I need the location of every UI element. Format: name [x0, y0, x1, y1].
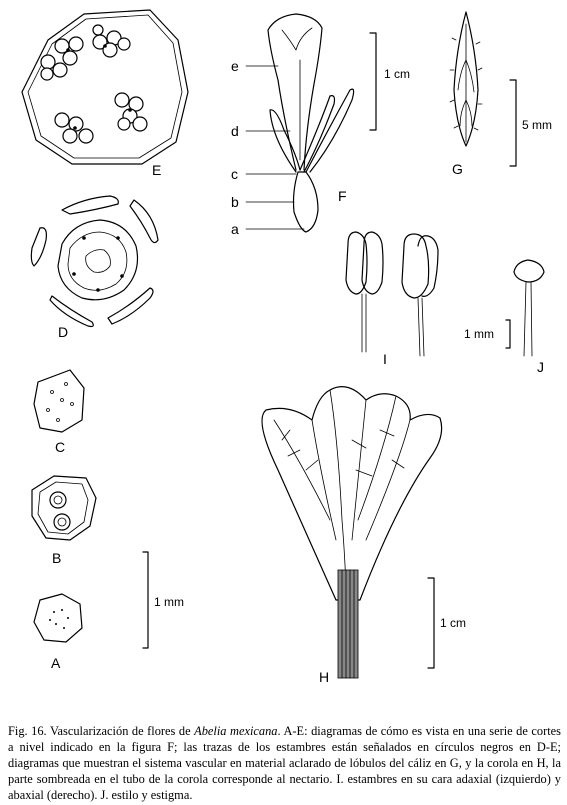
corolla-venation-drawing [261, 386, 443, 679]
panel-label-a: A [51, 655, 61, 671]
figure-caption: Fig. 16. Vascularización de flores de Ab… [8, 723, 561, 803]
scale-bar-sections [142, 551, 149, 649]
section-b-drawing [31, 475, 97, 541]
level-label-b: b [231, 194, 239, 210]
scale-label-corolla: 1 cm [440, 616, 466, 630]
panel-label-e: E [152, 162, 161, 178]
figure-illustration: E D C B A [21, 9, 552, 685]
panel-label-g: G [452, 161, 463, 177]
level-label-a: a [231, 221, 239, 237]
scale-bar-calyx [509, 79, 517, 167]
section-a-drawing [33, 593, 83, 643]
section-e-drawing [21, 9, 189, 165]
scale-bar-style [505, 319, 511, 349]
section-c-drawing [33, 369, 85, 433]
stamens-drawing [345, 231, 439, 357]
scale-label-sections: 1 mm [154, 595, 184, 609]
caption-body: . A-E: diagramas de cómo es vista en una… [8, 724, 561, 803]
panel-label-h: H [319, 669, 329, 685]
scale-label-calyx: 5 mm [522, 118, 552, 132]
caption-species-name: Abelia mexicana [194, 724, 278, 739]
panel-label-j: J [537, 359, 544, 375]
panel-label-c: C [55, 439, 65, 455]
flower-drawing [267, 13, 355, 233]
level-label-e: e [231, 58, 239, 74]
calyx-lobe-drawing [449, 11, 483, 147]
scale-bar-corolla [427, 577, 435, 669]
section-level-lines [245, 65, 305, 230]
scale-label-flower: 1 cm [384, 67, 410, 81]
section-d-drawing [30, 195, 159, 328]
panel-label-i: I [383, 351, 387, 367]
panel-label-d: D [58, 324, 68, 340]
panel-label-f: F [338, 188, 347, 204]
level-label-d: d [231, 123, 239, 139]
style-stigma-drawing [513, 259, 545, 357]
caption-prefix: Fig. 16. Vascularización de flores de [8, 724, 195, 739]
level-label-c: c [231, 166, 238, 182]
scale-bar-flower [369, 32, 377, 131]
panel-label-b: B [52, 550, 61, 566]
scale-label-style: 1 mm [464, 327, 494, 341]
